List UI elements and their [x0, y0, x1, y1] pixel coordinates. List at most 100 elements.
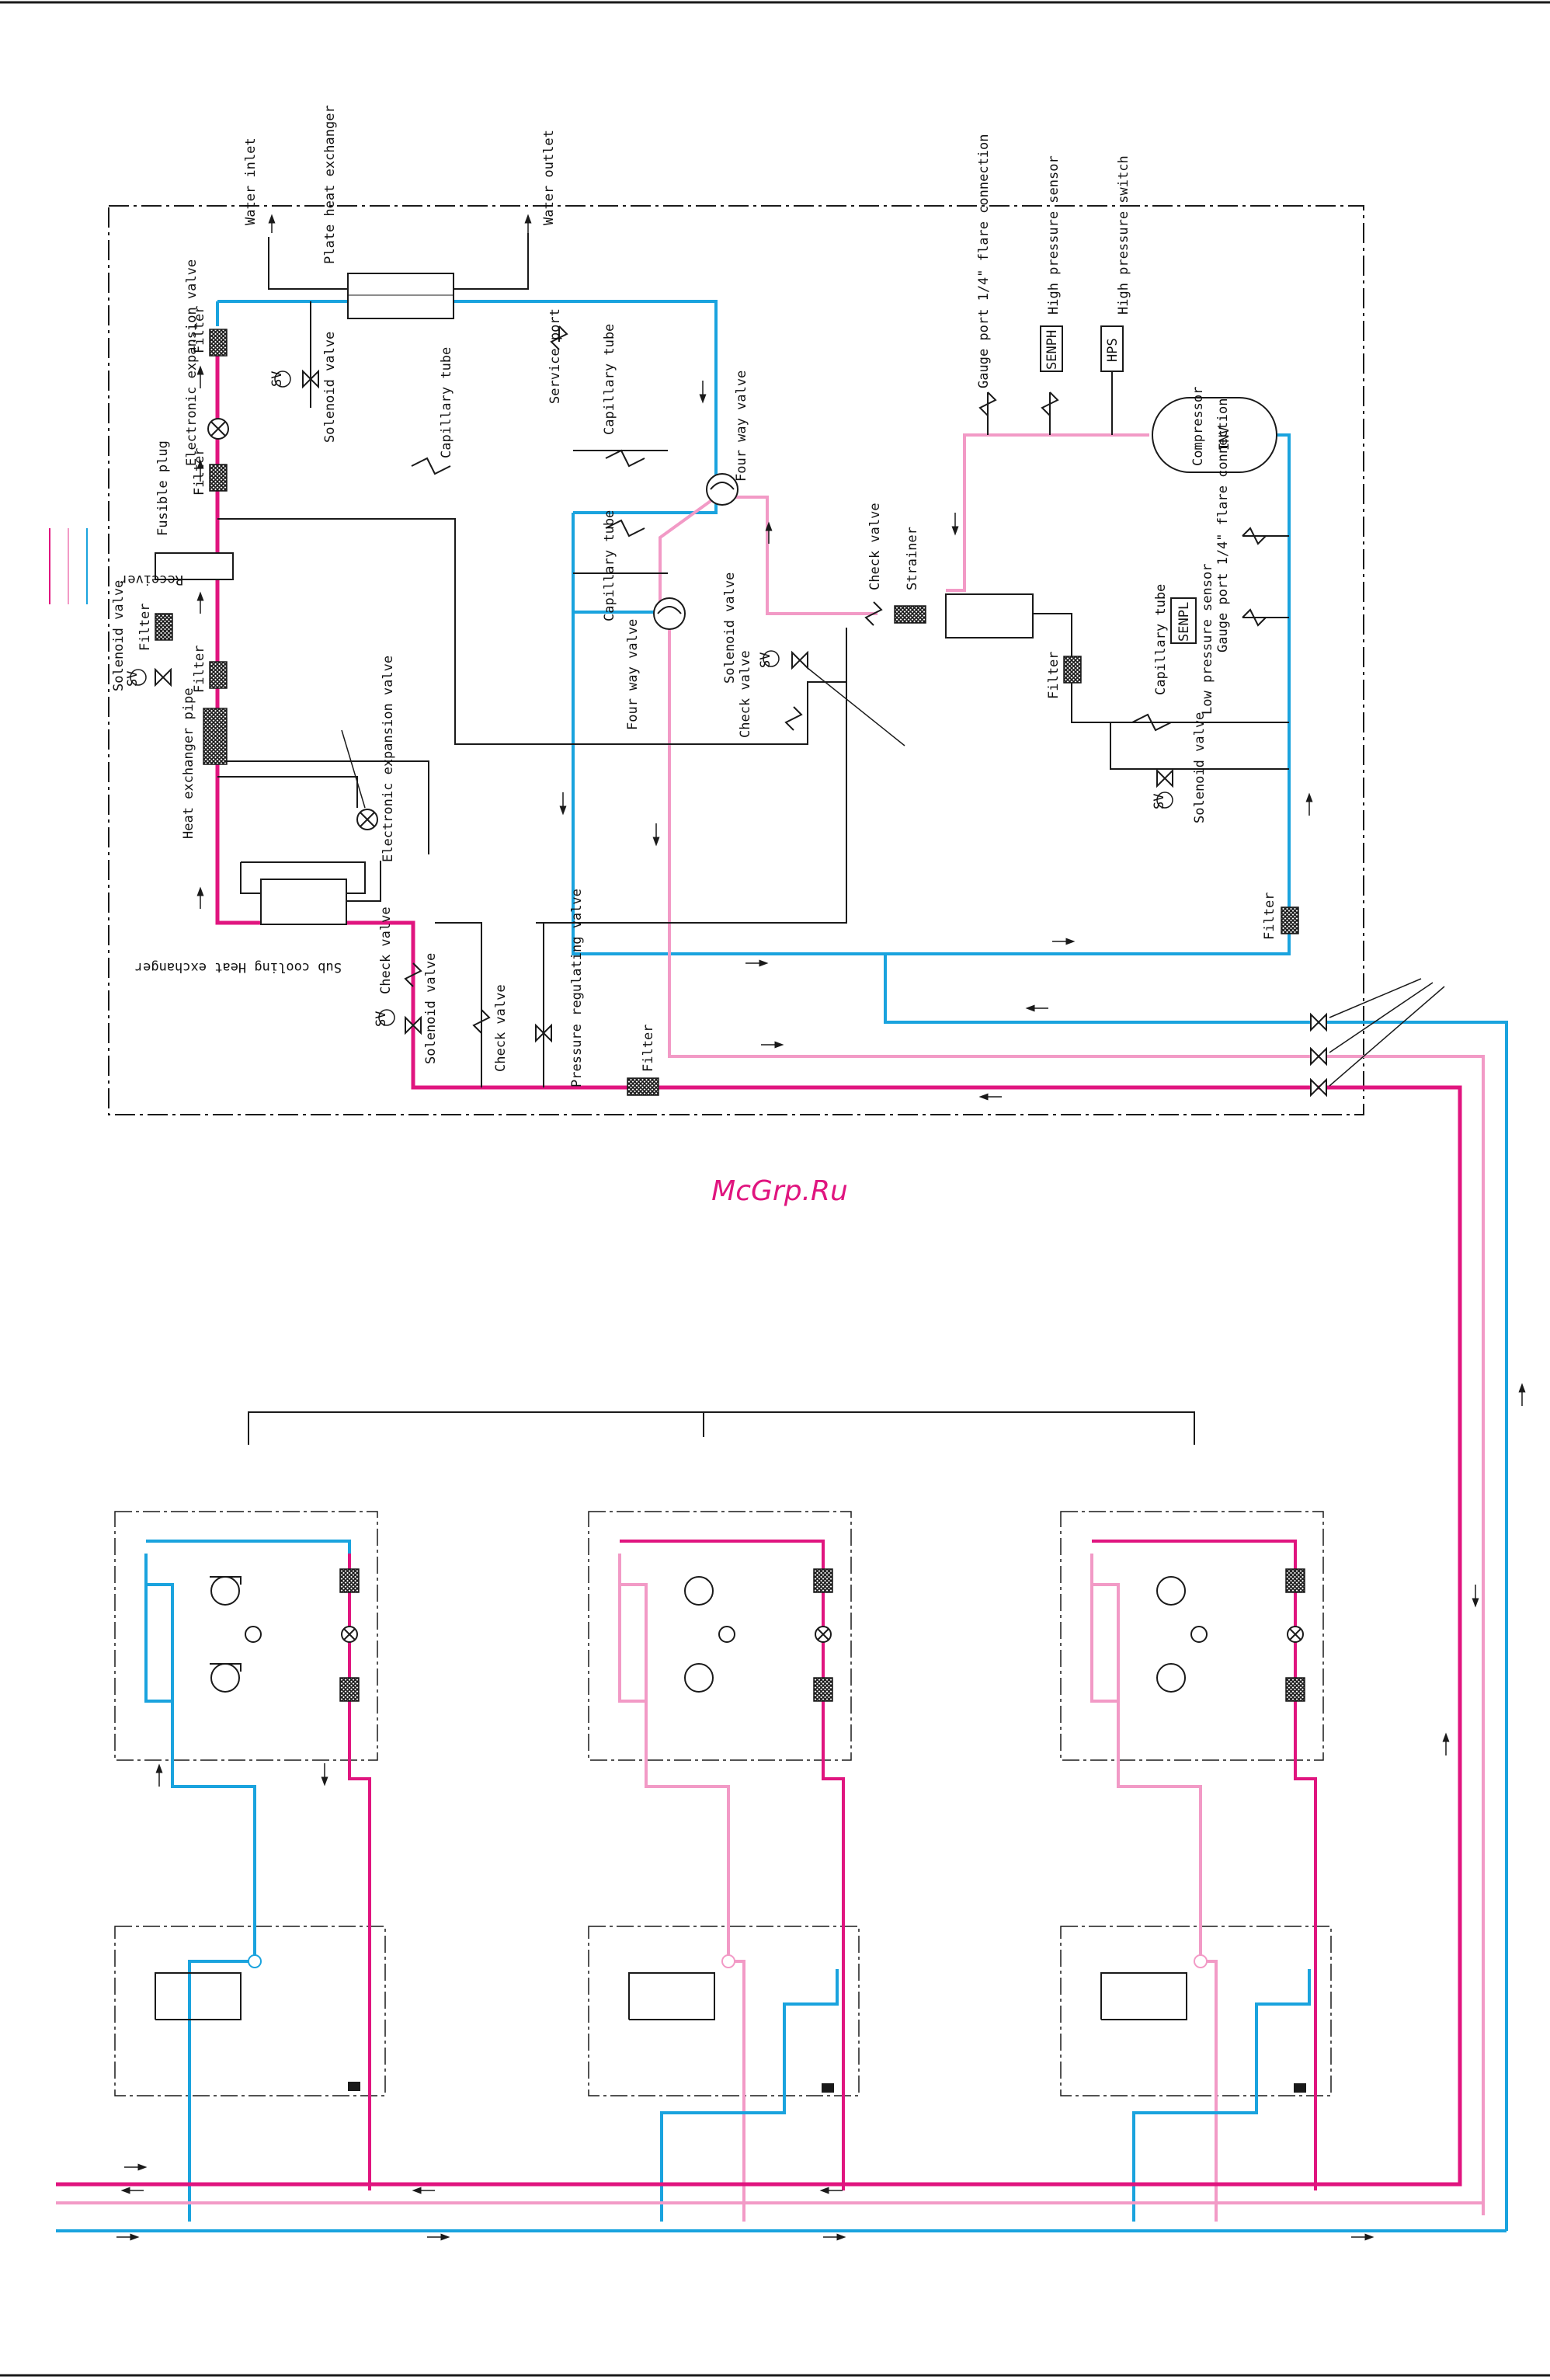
indoor-pipe-liquid — [620, 1540, 845, 2190]
indoor-pipe-gas-down — [171, 1701, 256, 2222]
label-water-inlet: Water inlet — [243, 137, 259, 225]
filter-block — [894, 605, 926, 624]
selector-branch — [1194, 1954, 1208, 1968]
flow-arrows-bottom — [116, 1763, 1374, 2241]
expansion-valve — [815, 1626, 832, 1643]
flow-arrows-outdoor — [196, 214, 1526, 1755]
fan-motor — [210, 1576, 262, 1693]
filter-block — [813, 1677, 833, 1702]
label-sv-mid: SV — [758, 652, 773, 668]
label-sv-left: SV — [125, 671, 141, 687]
filter-block — [1281, 906, 1299, 934]
selector-black — [1100, 1972, 1187, 2020]
label-gauge-port-right: Gauge port 1/4" flare connection — [1215, 398, 1231, 652]
receiver — [155, 552, 234, 580]
label-check-valve-mid: Check valve — [738, 650, 753, 738]
selector-valve-block — [822, 2083, 834, 2093]
labels: Water inlet Water outlet Plate heat exch… — [111, 105, 1277, 1087]
fan-motor — [684, 1576, 735, 1693]
heat-exchanger-pipe-block — [203, 708, 228, 765]
selector-branch — [248, 1954, 262, 1968]
expansion-valve — [341, 1626, 358, 1643]
label-water-outlet: Water outlet — [541, 130, 557, 225]
pipe-pink-gas-line — [668, 629, 1485, 2215]
label-receiver: Receiver — [120, 572, 183, 587]
pipe-pink-discharge — [946, 433, 1149, 592]
expansion-valve — [1287, 1626, 1304, 1643]
label-four-way-valve-1: Four way valve — [734, 371, 749, 482]
label-four-way-valve-2: Four way valve — [625, 619, 641, 730]
selector-blue-2 — [660, 2089, 786, 2222]
label-filter-accumulator: Filter — [1262, 893, 1277, 940]
pipe-blue-top — [217, 300, 718, 483]
four-way-valve-1 — [706, 473, 739, 506]
selector-blue — [1255, 1969, 1311, 2097]
label-gauge-port-top: Gauge port 1/4" flare connection — [976, 134, 992, 388]
label-high-pressure-switch: High pressure switch — [1116, 155, 1131, 315]
label-capillary-tube-4: Capillary tube — [1153, 584, 1169, 695]
filter-block — [339, 1568, 360, 1593]
selector-valve-block — [1294, 2083, 1306, 2093]
label-filter-receiver: Filter — [137, 604, 153, 651]
selector-blue-2 — [1132, 2089, 1258, 2222]
pipe-magenta-liquid — [215, 346, 1462, 2175]
label-fusible-plug: Fusible plug — [155, 440, 171, 536]
four-way-valve-2 — [653, 597, 686, 630]
check-valve-glyphs — [404, 325, 1267, 1034]
label-filter-second: Filter — [192, 448, 207, 496]
label-solenoid-valve-top: Solenoid valve — [322, 332, 338, 443]
pipe-blue-4wv-upper — [573, 483, 718, 514]
label-service-port: Service port — [547, 308, 563, 404]
hps-box — [1100, 325, 1124, 372]
sub-cooling-heat-exchanger — [260, 879, 347, 925]
indoor-pipe-top — [146, 1540, 371, 2190]
label-plate-heat-exchanger: Plate heat exchanger — [322, 105, 338, 264]
label-capillary-tube-2: Capillary tube — [602, 324, 617, 435]
senpl-box — [1170, 597, 1197, 644]
sv-circles — [130, 371, 1173, 1026]
filter-block — [155, 613, 173, 641]
filter-block — [339, 1677, 360, 1702]
pipe-blue-suction — [572, 433, 1291, 955]
selector-branch — [721, 1954, 735, 1968]
solenoid-valves — [155, 369, 1173, 1043]
outdoor-unit-boundary — [108, 205, 1364, 1115]
label-sv-right: SV — [1152, 794, 1167, 809]
label-hps: HPS — [1105, 338, 1121, 362]
selector-blue — [783, 1969, 839, 2097]
water-outlet-line — [454, 233, 529, 290]
filter-block — [1285, 1568, 1305, 1593]
fan-motor — [1156, 1576, 1208, 1693]
indoor-pipe-gas — [618, 1554, 648, 1703]
indoor-pipe-gas — [144, 1554, 174, 1703]
selector-valve-block — [348, 2082, 360, 2091]
label-filter-bottom: Filter — [641, 1025, 656, 1072]
label-high-pressure-sensor: High pressure sensor — [1046, 155, 1062, 315]
filter-block — [209, 329, 228, 357]
label-sv-bottom: SV — [374, 1011, 389, 1027]
filter-block — [813, 1568, 833, 1593]
label-filter-third: Filter — [192, 645, 207, 693]
label-senpl: SENPL — [1176, 602, 1192, 642]
indoor-pipe-gas — [1090, 1554, 1120, 1703]
expansion-valve-mid — [356, 809, 378, 830]
label-sv-top: SV — [269, 371, 285, 387]
indoor-unit-3 — [1060, 1511, 1332, 2222]
label-solenoid-valve-mid: Solenoid valve — [722, 572, 738, 684]
indoor-pipe-liquid — [348, 1554, 371, 2190]
label-solenoid-valve-right: Solenoid valve — [1192, 712, 1208, 823]
legend-marks — [49, 528, 88, 604]
label-capillary-tube-1: Capillary tube — [439, 347, 454, 458]
label-check-valve-top: Check valve — [867, 503, 883, 590]
pipe-pink-to-4wv — [734, 496, 878, 615]
indoor-bracket — [248, 1411, 1195, 1445]
capillary-tubes — [411, 449, 1172, 732]
pipe-pink-4wv-link — [659, 496, 718, 606]
label-low-pressure-sensor: Low pressure sensor — [1200, 564, 1215, 715]
label-electronic-expansion-valve-top: Electronic expansion valve — [184, 259, 200, 466]
filter-block — [209, 661, 228, 689]
label-check-valve-bottom: Check valve — [493, 984, 509, 1072]
accumulator — [945, 593, 1034, 638]
